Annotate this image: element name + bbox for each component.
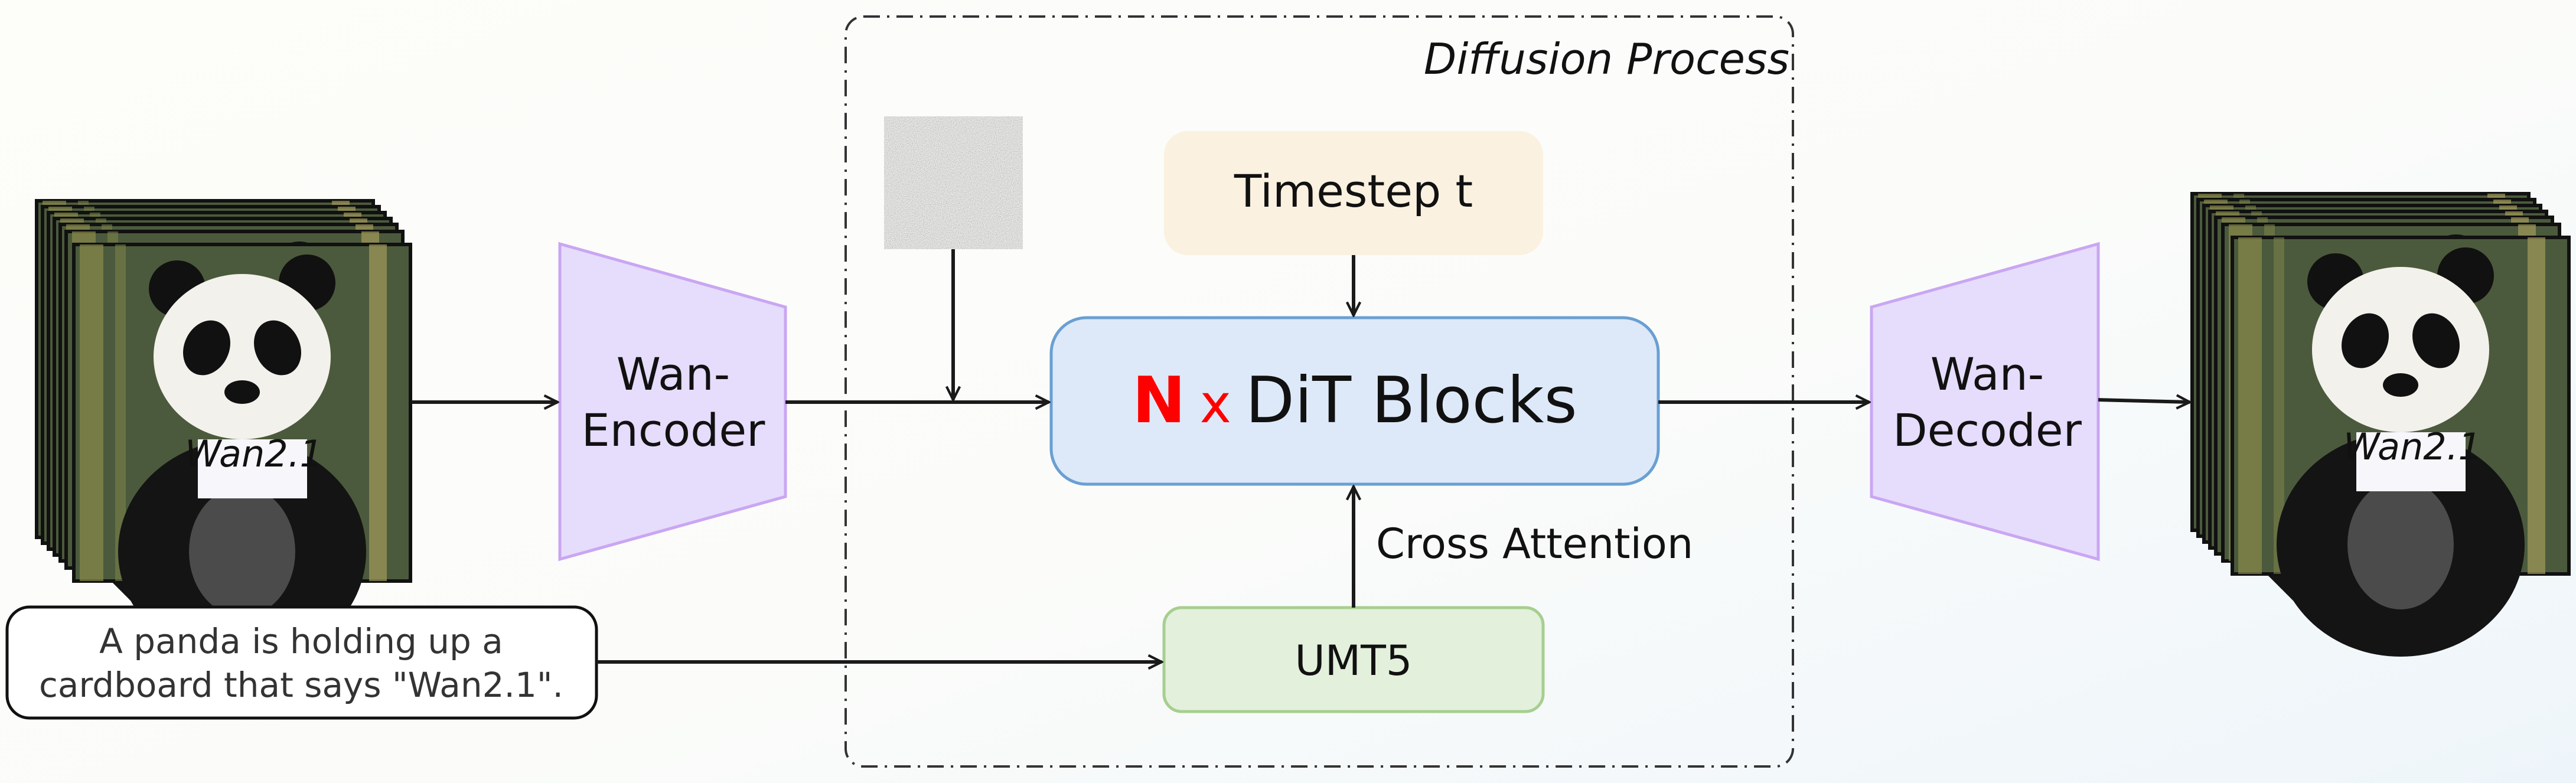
- dit-x: x: [1200, 373, 1231, 435]
- dit-label: DiT Blocks: [1245, 364, 1577, 438]
- decoder-trapezoid: [1870, 242, 2100, 562]
- timestep-box: [1164, 131, 1543, 255]
- noise-square: [884, 116, 1023, 249]
- encoder-trapezoid: [558, 242, 787, 562]
- input-sign-text: Wan2.1: [185, 432, 323, 475]
- dit-n: N: [1132, 364, 1185, 438]
- decoder-label-line1: Wan-: [1931, 348, 2044, 400]
- prompt-line1: A panda is holding up a: [99, 621, 503, 661]
- output-video-frames: Wan2.1: [2192, 194, 2569, 657]
- arrow-decoder-to-output: [2098, 400, 2190, 402]
- cross-attention-label: Cross Attention: [1376, 520, 1693, 568]
- encoder-label-line2: Encoder: [582, 404, 765, 456]
- encoder-label-line1: Wan-: [617, 348, 730, 400]
- timestep-label: Timestep t: [1234, 165, 1473, 217]
- output-sign-text: Wan2.1: [2343, 425, 2482, 468]
- diffusion-process-title: Diffusion Process: [1424, 34, 1789, 84]
- input-video-frames: Wan2.1: [37, 201, 410, 664]
- diffusion-process-region: [844, 15, 1794, 768]
- umt5-label: UMT5: [1295, 637, 1413, 685]
- decoder-label-line2: Decoder: [1893, 404, 2082, 456]
- prompt-line2: cardboard that says "Wan2.1".: [39, 665, 563, 705]
